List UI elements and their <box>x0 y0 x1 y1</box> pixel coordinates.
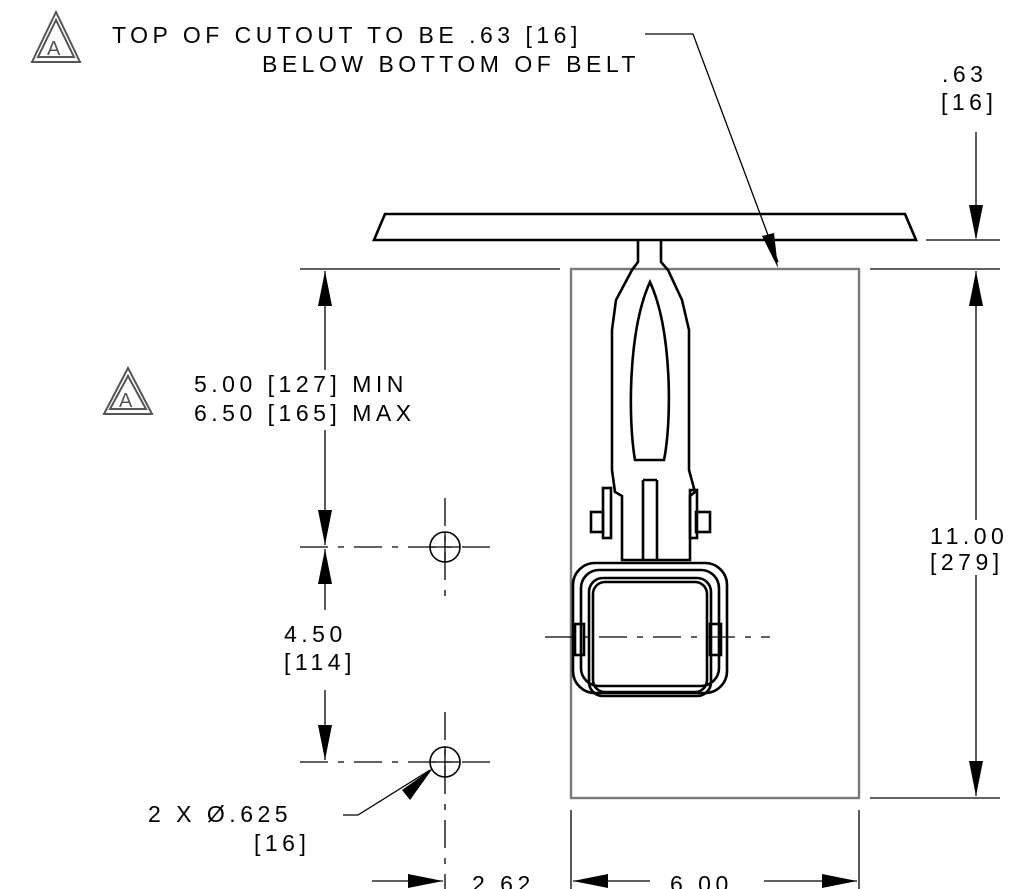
hole-spacing-dim-metric: [114] <box>284 649 356 675</box>
overall-height-dim-metric: [279] <box>930 549 1004 575</box>
revision-triangle-top: A <box>30 9 82 63</box>
bracket-clamp <box>571 240 729 698</box>
hole-spacing-dim-lines <box>318 549 332 760</box>
hole-spacing-dim: 4.50 <box>284 621 347 647</box>
top-offset-dim-lines <box>870 132 1000 799</box>
bottom-dim-lines <box>372 810 860 889</box>
overall-height-dim: 11.00 <box>930 523 1008 549</box>
belt <box>372 212 918 242</box>
revision-triangle-left: A <box>102 365 154 415</box>
hole-spec-callout: 2 X Ø.625 <box>148 801 292 827</box>
hole-spec-leader <box>343 768 433 816</box>
cutout-note-line2: BELOW BOTTOM OF BELT <box>262 51 640 77</box>
hole-centerlines <box>300 498 500 889</box>
height-max-note: 6.50 [165] MAX <box>194 400 416 426</box>
cutout-width-dim: 6.00 <box>670 871 733 889</box>
top-offset-dim-metric: [16] <box>941 89 997 115</box>
cutout-note-leader <box>645 33 779 268</box>
svg-text:A: A <box>119 390 133 412</box>
overall-height-dim-lines <box>969 271 983 796</box>
hole-offset-dim: 2.62 <box>472 871 535 889</box>
hole-spec-callout-metric: [16] <box>254 830 310 856</box>
top-offset-dim: .63 <box>942 61 987 87</box>
cutout-outline <box>569 267 861 800</box>
height-range-dim-lines <box>300 268 560 545</box>
svg-text:A: A <box>47 38 61 60</box>
height-min-note: 5.00 [127] MIN <box>194 371 408 397</box>
cutout-note-line1: TOP OF CUTOUT TO BE .63 [16] <box>112 22 582 48</box>
